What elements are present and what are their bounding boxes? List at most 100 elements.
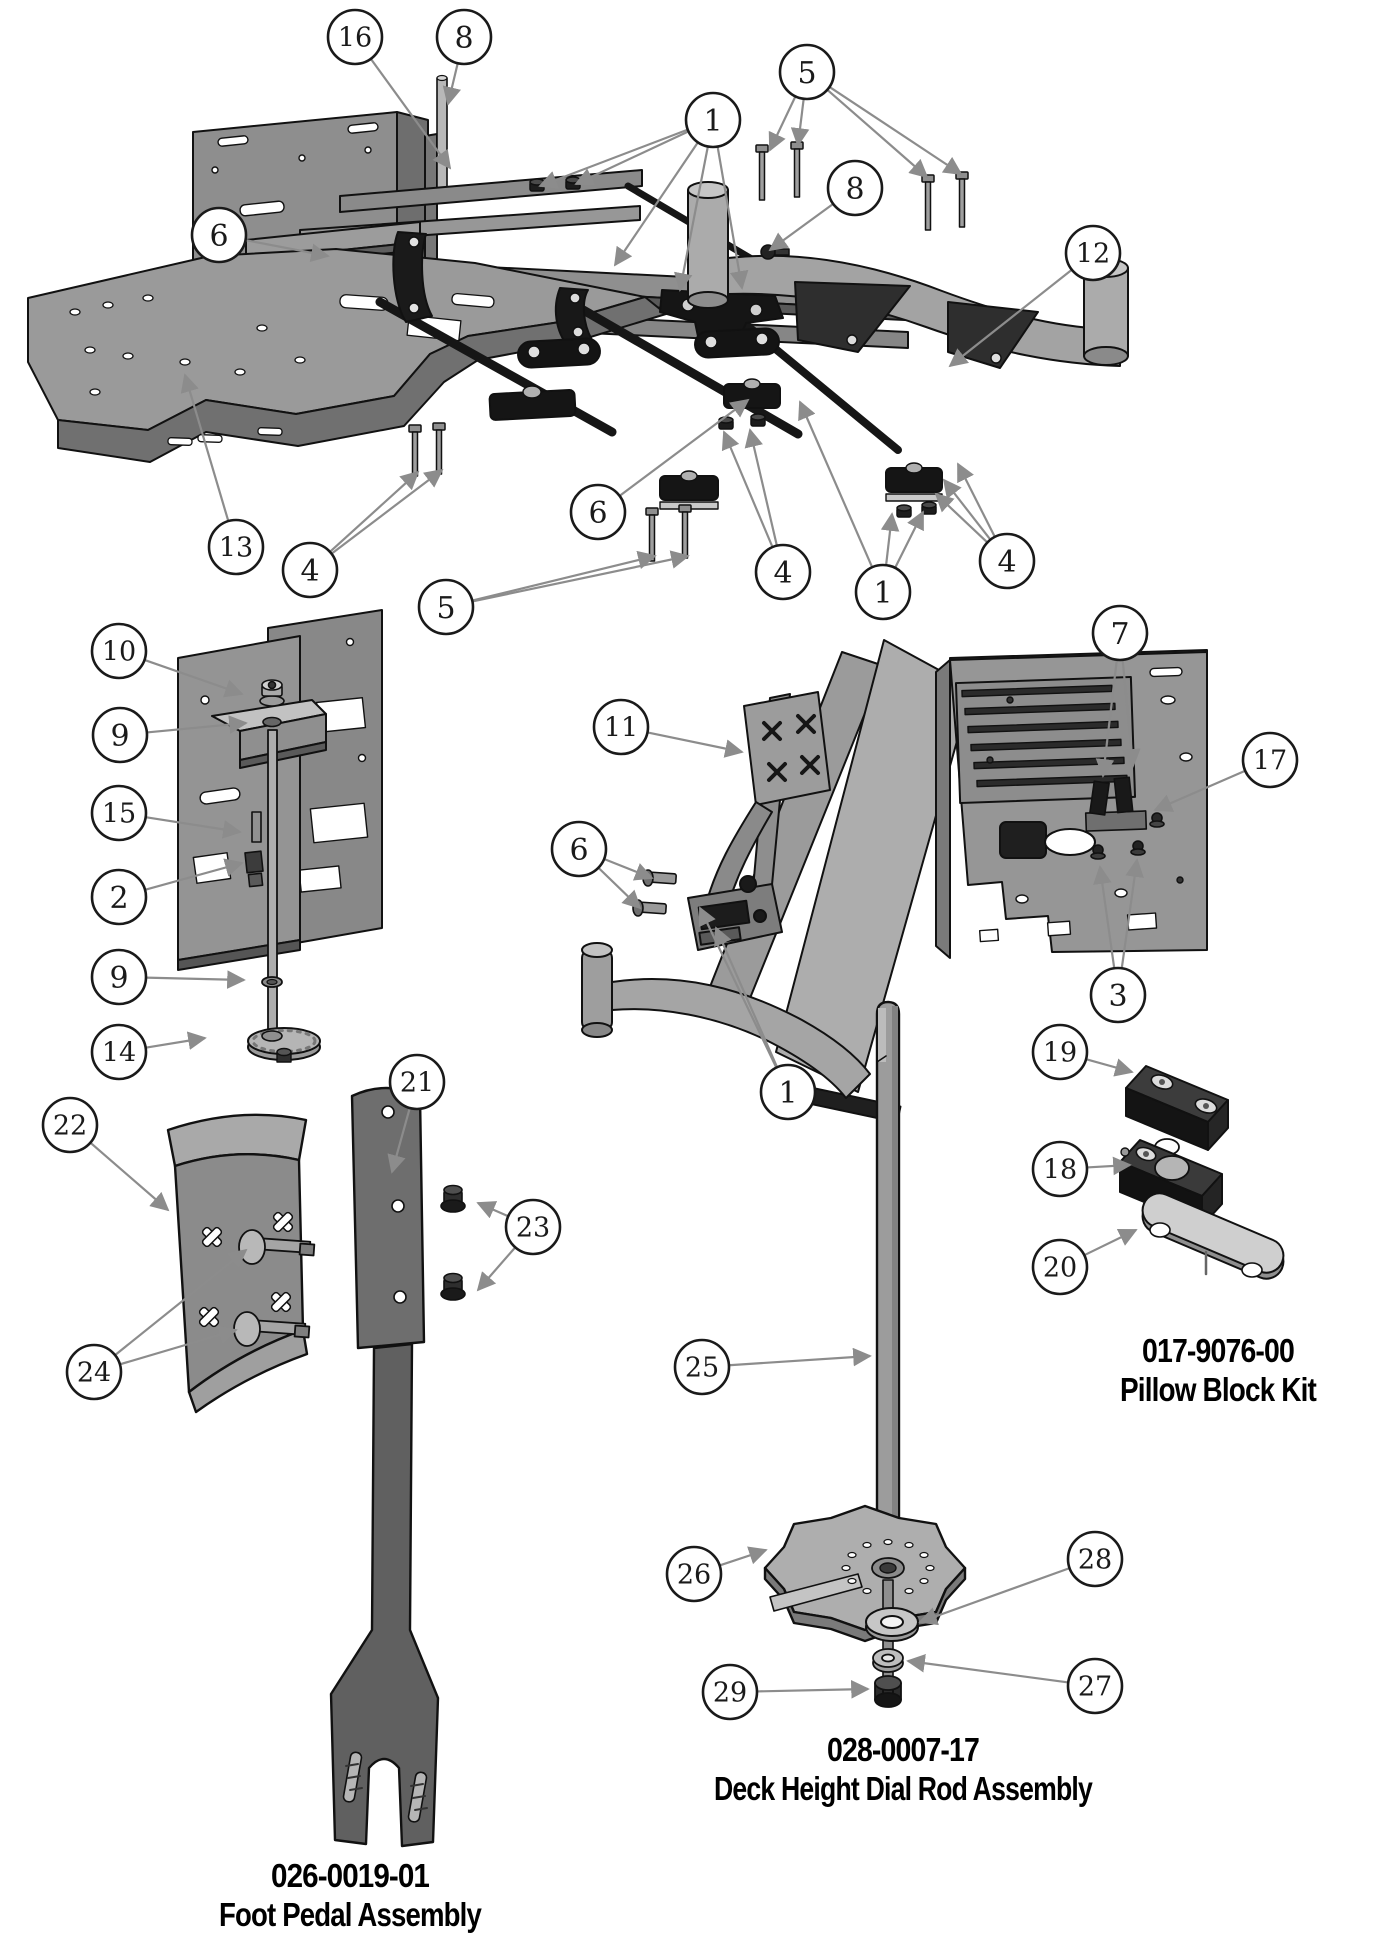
callout-circle: [592, 698, 650, 756]
callout-number: 6: [569, 833, 588, 868]
callout-circle: [701, 1663, 759, 1721]
callout-number: 22: [53, 1111, 87, 1142]
assembly-part-number: 026-0019-01: [271, 1857, 430, 1894]
leader-line-1: [574, 130, 690, 186]
bolt: [408, 424, 422, 477]
pillow-block-kit-drawing: [1119, 1065, 1285, 1280]
callout-circle: [388, 1053, 446, 1111]
leader-line-1: [798, 400, 874, 568]
callout-9: 9: [91, 706, 149, 764]
callout-number: 26: [677, 1560, 711, 1591]
bolt: [432, 422, 446, 475]
assembly-name: Foot Pedal Assembly: [219, 1896, 482, 1933]
leader-line-3: [1120, 858, 1144, 969]
callout-17: 17: [1241, 731, 1299, 789]
detent-pin: [251, 811, 262, 843]
callout-circle: [326, 8, 384, 66]
callout-number: 24: [77, 1358, 111, 1389]
leader-line-9: [145, 970, 246, 989]
leader-line-4: [721, 430, 774, 548]
callout-circle: [754, 543, 812, 601]
callout-9: 9: [90, 948, 148, 1006]
callout-number: 3: [1108, 979, 1127, 1014]
nut: [896, 504, 912, 518]
callout-number: 14: [102, 1038, 136, 1069]
callout-4: 4: [281, 541, 339, 599]
bolt: [645, 507, 659, 562]
pedal-bracket: [687, 691, 831, 951]
leader-line-5: [826, 88, 929, 179]
assembly-name: Deck Height Dial Rod Assembly: [714, 1770, 1093, 1807]
leader-line-1: [714, 926, 779, 1068]
callout-18: 18: [1031, 1140, 1089, 1198]
nut: [718, 416, 734, 430]
leader-line-1: [538, 128, 689, 189]
callout-16: 16: [326, 8, 384, 66]
callout-circle: [978, 532, 1036, 590]
leader-line-4: [329, 470, 420, 553]
callout-circle: [759, 1063, 817, 1121]
callout-23: 23: [504, 1198, 562, 1256]
callout-number: 11: [604, 713, 638, 744]
callout-10: 10: [90, 622, 148, 680]
dial-bracket-detail-drawing: [177, 609, 383, 1063]
callout-26: 26: [665, 1545, 723, 1603]
callout-number: 12: [1076, 239, 1110, 270]
callout-circle: [435, 8, 493, 66]
nut: [921, 501, 937, 515]
callout-12: 12: [1064, 224, 1122, 282]
leader-line-22: [89, 1141, 170, 1212]
bolt: [755, 144, 769, 201]
flange-nuts: [440, 1184, 466, 1301]
leader-line-5: [471, 550, 657, 602]
pedal-x-slots: [762, 714, 820, 782]
callout-number: 1: [873, 576, 892, 611]
dial-rod: [267, 729, 278, 1037]
dial-rod-shaft: [875, 1000, 901, 1522]
callout-number: 7: [1110, 617, 1129, 652]
callout-2: 2: [90, 868, 148, 926]
small-washer: [872, 1648, 904, 1673]
assembly-part-number: 028-0007-17: [827, 1731, 979, 1768]
leader-line-9: [146, 715, 248, 734]
pedal-plate: [166, 1113, 309, 1414]
front-panel-cutouts: [192, 695, 241, 884]
leader-line-1: [894, 510, 924, 569]
backing-bar: [1141, 1192, 1285, 1280]
callout-number: 27: [1078, 1672, 1112, 1703]
callout-circle: [1066, 1657, 1124, 1715]
lift-linkages: [375, 182, 902, 454]
leader-line-19: [1085, 1058, 1134, 1077]
leader-line-5: [768, 95, 797, 152]
callout-number: 17: [1253, 746, 1287, 777]
callout-circle: [281, 541, 339, 599]
callout-25: 25: [673, 1338, 731, 1396]
louver-slats: [961, 684, 1128, 788]
leader-line-6: [618, 398, 750, 497]
callout-14: 14: [90, 1023, 148, 1081]
panel-oval-hole: [1044, 828, 1096, 856]
leader-line-4: [330, 468, 444, 555]
nut: [750, 413, 766, 427]
pillow-block-top: [1125, 1065, 1229, 1156]
callout-22: 22: [41, 1096, 99, 1154]
callout-circle: [673, 1338, 731, 1396]
callout-13: 13: [207, 518, 265, 576]
leader-line-6: [603, 857, 654, 881]
leader-line-4: [957, 462, 996, 538]
leader-line-7: [1095, 659, 1118, 778]
callout-number: 6: [588, 496, 607, 531]
leader-line-17: [1153, 769, 1246, 812]
callout-4: 4: [754, 543, 812, 601]
dial-base: [247, 1027, 321, 1063]
leader-line-23: [476, 1201, 509, 1219]
callout-6: 6: [550, 820, 608, 878]
leader-line-10: [144, 658, 244, 698]
leader-line-18: [1086, 1156, 1132, 1176]
callout-number: 15: [102, 799, 136, 830]
leader-line-2: [144, 858, 244, 891]
leader-line-5: [828, 85, 963, 176]
